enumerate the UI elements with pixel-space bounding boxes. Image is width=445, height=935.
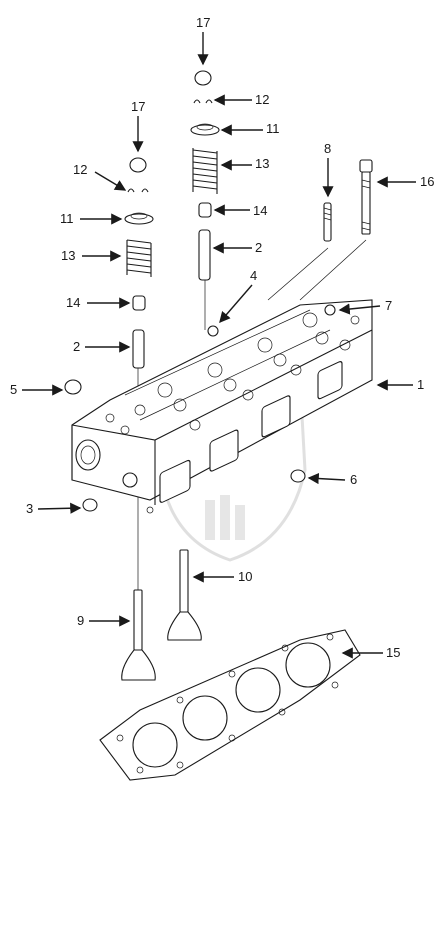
watermark-logo (158, 378, 307, 562)
callout-11-right: 11 (266, 121, 280, 136)
callout-14-right: 14 (253, 203, 267, 218)
callout-11-left: 11 (60, 211, 74, 226)
callout-3: 3 (26, 501, 33, 516)
callout-9: 9 (77, 613, 84, 628)
callout-17-right: 17 (196, 15, 210, 30)
callout-12-left: 12 (73, 162, 87, 177)
callout-16: 16 (420, 174, 434, 189)
callout-17-left: 17 (131, 99, 145, 114)
callout-15: 15 (386, 645, 400, 660)
callout-14-left: 14 (66, 295, 80, 310)
callout-2-right: 2 (255, 240, 262, 255)
callout-1: 1 (417, 377, 424, 392)
valves (121, 549, 202, 681)
callout-6: 6 (350, 472, 357, 487)
head-gasket (99, 629, 361, 781)
cylinder-head (71, 299, 373, 514)
callout-4: 4 (250, 268, 257, 283)
plugs-and-dowels (64, 304, 336, 512)
callout-10: 10 (238, 569, 252, 584)
callout-8: 8 (324, 141, 331, 156)
left-valve-stack (124, 157, 154, 590)
stud-bolts (267, 159, 373, 301)
callout-labels: 17 17 12 12 11 11 13 13 14 14 2 2 (10, 15, 434, 660)
callout-7: 7 (385, 298, 392, 313)
callout-5: 5 (10, 382, 17, 397)
callout-13-right: 13 (255, 156, 269, 171)
right-valve-stack (190, 70, 220, 330)
callout-2-left: 2 (73, 339, 80, 354)
callout-13-left: 13 (61, 248, 75, 263)
callout-12-right: 12 (255, 92, 269, 107)
